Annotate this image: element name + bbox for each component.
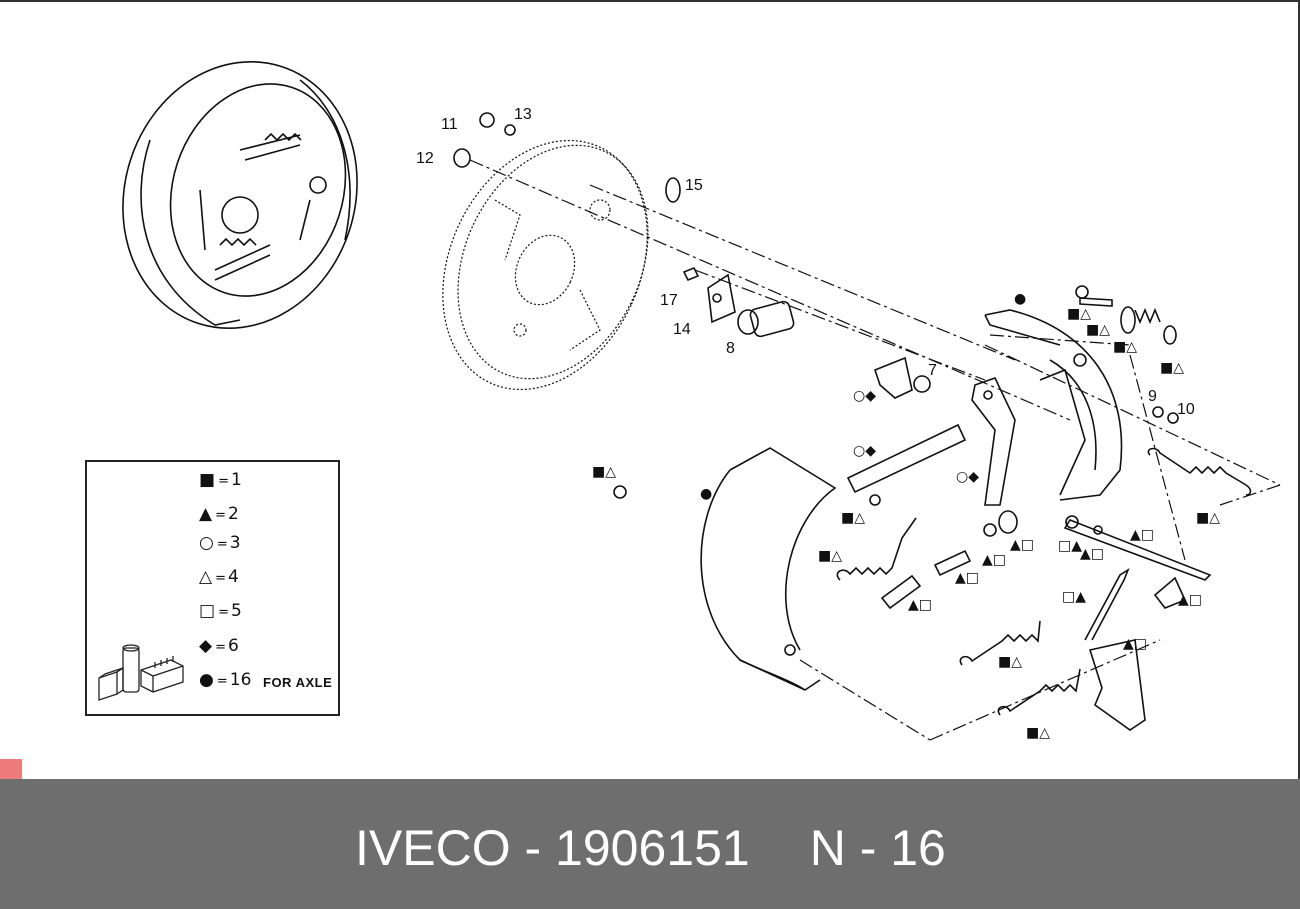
svg-text:■△: ■△ (1067, 306, 1091, 322)
callout-14: 14 (673, 321, 691, 338)
frame-right-border (1298, 0, 1300, 780)
callout-12: 12 (416, 150, 434, 167)
callout-15: 15 (685, 177, 703, 194)
footer-page-ref: N - 16 (809, 820, 946, 876)
svg-text:■△: ■△ (1113, 339, 1137, 355)
svg-text:■△: ■△ (592, 464, 616, 480)
marker-dot: ● (1014, 291, 1026, 307)
svg-text:□▲: □▲ (1062, 589, 1086, 605)
strut-bar (846, 423, 967, 494)
svg-text:○◆: ○◆ (853, 388, 876, 404)
callout-10: 10 (1177, 401, 1195, 418)
marker-sq: ■ (1067, 306, 1080, 322)
return-spring-right (1147, 447, 1252, 496)
symbol-markers: ● ■△ ■△ ■△ ■△ ○◆ ○◆ ○◆ ■△ ● ■△ ■△ ■△ ▲□ … (592, 291, 1220, 741)
legend-row-2: ▲=2 (199, 504, 239, 524)
legend-row-1: ■=1 (199, 470, 242, 490)
marker-tri-open: △ (1080, 306, 1091, 322)
brake-shoe-upper (984, 309, 1123, 501)
svg-text:▲□: ▲□ (982, 552, 1006, 568)
legend-note-for-axle: FOR AXLE (263, 675, 333, 690)
svg-text:■△: ■△ (818, 548, 842, 564)
svg-text:▲□: ▲□ (908, 597, 932, 613)
hold-down-pin (880, 549, 972, 610)
footer-part-number: IVECO - 1906151 (355, 820, 750, 876)
callout-11: 11 (441, 116, 458, 133)
return-spring-mid (959, 620, 1041, 666)
svg-text:■△: ■△ (1160, 360, 1184, 376)
svg-text:□▲: □▲ (1058, 538, 1082, 554)
washers-top (453, 112, 681, 203)
brake-shoe-lower (700, 447, 837, 691)
callout-17: 17 (660, 292, 678, 309)
svg-text:●: ● (700, 486, 712, 502)
callout-8: 8 (726, 340, 735, 357)
callout-9: 9 (1148, 388, 1157, 405)
svg-text:○◆: ○◆ (956, 469, 979, 485)
backing-plate (442, 139, 649, 391)
legend-row-5: □=5 (199, 601, 242, 621)
svg-text:■△: ■△ (1026, 725, 1050, 741)
svg-text:■△: ■△ (1196, 510, 1220, 526)
svg-text:■△: ■△ (841, 510, 865, 526)
corner-color-marker (0, 759, 22, 779)
wheel-cylinder (737, 300, 795, 338)
legend-row-3: ○=3 (199, 533, 241, 553)
exploded-brake-diagram: 11 13 12 15 17 14 8 7 9 10 ● ■△ ■△ ■△ ■△… (122, 60, 1281, 741)
legend-row-4: △=4 (199, 567, 239, 587)
footer-bar: IVECO - 1906151 N - 16 (0, 779, 1300, 909)
svg-text:▲□: ▲□ (955, 570, 979, 586)
gasket-plate (707, 273, 736, 324)
callout-7: 7 (928, 362, 937, 379)
symbol-legend: ■=1 ▲=2 ○=3 △=4 □=5 ◆=6 ●=16 FOR AXLE (85, 460, 340, 716)
small-washers-right (613, 406, 1179, 537)
cable-bracket (1153, 576, 1187, 609)
pin-and-springs-top (1075, 285, 1177, 345)
bleed-screw (682, 266, 700, 282)
return-spring-left (836, 517, 917, 581)
assembled-drum (122, 60, 358, 330)
svg-text:▲□: ▲□ (1010, 537, 1034, 553)
svg-text:■△: ■△ (998, 654, 1022, 670)
svg-text:▲□: ▲□ (1130, 527, 1154, 543)
adjuster-hook-assembly (1084, 568, 1146, 731)
callout-13: 13 (514, 106, 532, 123)
legend-row-6: ◆=6 (199, 636, 239, 656)
svg-text:○◆: ○◆ (853, 443, 876, 459)
legend-row-7: ●=16 (199, 670, 252, 690)
parking-lever (971, 377, 1016, 506)
svg-text:▲□: ▲□ (1123, 636, 1147, 652)
return-spring-bottom (997, 668, 1081, 716)
footer-caption: IVECO - 1906151 N - 16 (355, 819, 946, 877)
svg-text:▲□: ▲□ (1080, 546, 1104, 562)
svg-text:■△: ■△ (1086, 322, 1110, 338)
adjuster-bracket (874, 356, 931, 399)
frame-top-border (0, 0, 1300, 2)
assembly-axis-lines (469, 159, 1281, 741)
parts-kit-icon (98, 644, 184, 701)
cable-rod (1063, 515, 1212, 581)
svg-text:▲□: ▲□ (1178, 592, 1202, 608)
